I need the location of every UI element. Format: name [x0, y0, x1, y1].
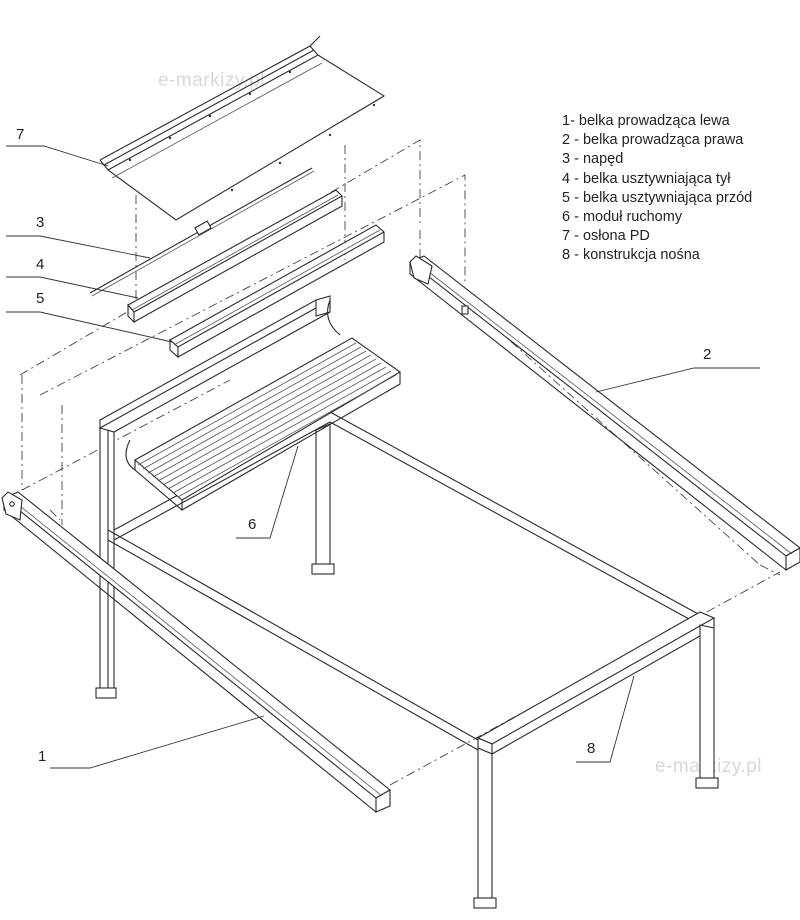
part-8-support-structure [95, 295, 719, 909]
part-4-rear-beam [127, 189, 343, 324]
legend-item-3: 3 - napęd [562, 151, 624, 168]
part-3-drive [89, 167, 315, 297]
part-5-front-beam [169, 224, 385, 359]
parts-legend: 1- belka prowadząca lewa 2 - belka prowa… [562, 112, 752, 266]
legend-item-2: 2 - belka prowadząca prawa [562, 132, 744, 149]
callout-3: 3 [36, 214, 45, 231]
legend-item-5: 5 - belka usztywniająca przód [562, 189, 753, 206]
callout-1: 1 [38, 748, 47, 765]
callout-leaders [6, 145, 760, 769]
part-2-right-guide-beam [408, 255, 800, 571]
callout-5: 5 [36, 290, 45, 307]
callout-6: 6 [248, 516, 257, 533]
part-1-left-guide-beam [1, 491, 391, 813]
callout-7: 7 [16, 126, 25, 143]
legend-item-6: 6 - moduł ruchomy [562, 209, 683, 226]
callout-2: 2 [703, 346, 712, 363]
part-6-movable-module [125, 299, 402, 512]
legend-item-4: 4 - belka usztywniająca tył [562, 170, 731, 187]
legend-item-7: 7 - osłona PD [562, 228, 650, 245]
callout-4: 4 [36, 256, 45, 273]
legend-item-1: 1- belka prowadząca lewa [562, 113, 730, 129]
part-7-cover-plate [99, 35, 386, 221]
callout-8: 8 [587, 740, 596, 757]
legend-item-8: 8 - konstrukcja nośna [562, 247, 700, 264]
